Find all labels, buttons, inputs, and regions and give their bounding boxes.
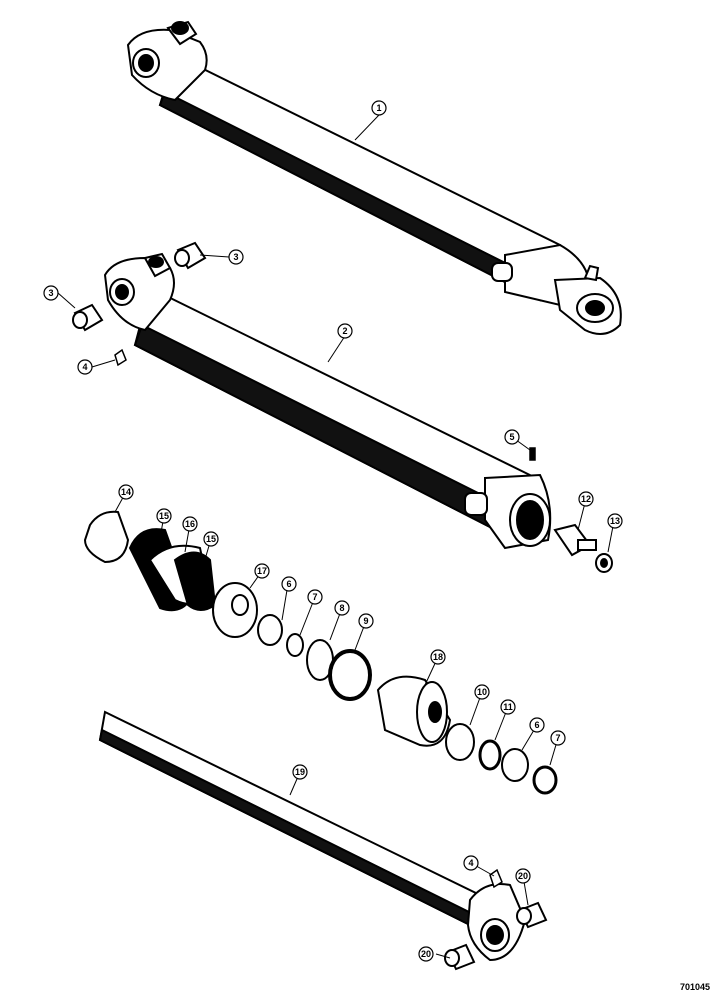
callout-2-label: 2 xyxy=(342,326,347,336)
callout-7b-label: 7 xyxy=(555,733,560,743)
callout-16-label: 16 xyxy=(185,519,195,529)
fitting-part xyxy=(553,523,613,573)
callout-5: 5 xyxy=(504,429,520,445)
callout-19-label: 19 xyxy=(295,767,305,777)
callout-20a-label: 20 xyxy=(518,871,528,881)
callout-8-label: 8 xyxy=(339,603,344,613)
callout-20b-label: 20 xyxy=(421,949,431,959)
callout-8: 8 xyxy=(334,600,350,616)
callout-1-label: 1 xyxy=(376,103,381,113)
callout-14: 14 xyxy=(118,484,134,500)
callout-3a: 3 xyxy=(228,249,244,265)
callout-7a-label: 7 xyxy=(312,592,317,602)
callout-16: 16 xyxy=(182,516,198,532)
callout-9-label: 9 xyxy=(363,616,368,626)
callout-1: 1 xyxy=(371,100,387,116)
callout-18-label: 18 xyxy=(433,652,443,662)
callout-12: 12 xyxy=(578,491,594,507)
gland-part xyxy=(376,675,452,747)
callout-6b-label: 6 xyxy=(534,720,539,730)
callout-12-label: 12 xyxy=(581,494,591,504)
callout-10-label: 10 xyxy=(477,687,487,697)
callout-3a-label: 3 xyxy=(233,252,238,262)
callout-4a: 4 xyxy=(77,359,93,375)
callout-17-label: 17 xyxy=(257,566,267,576)
callout-6a-label: 6 xyxy=(286,579,291,589)
callout-11-label: 11 xyxy=(503,702,513,712)
callout-9: 9 xyxy=(358,613,374,629)
callout-19: 19 xyxy=(292,764,308,780)
figure-reference-number: 701045 xyxy=(679,982,710,992)
wear-plate-part xyxy=(212,582,258,638)
callout-2: 2 xyxy=(337,323,353,339)
bushing-part xyxy=(72,241,207,332)
callout-17: 17 xyxy=(254,563,270,579)
callout-15b-label: 15 xyxy=(206,534,216,544)
grease-fitting-part xyxy=(114,348,127,367)
callout-13: 13 xyxy=(607,513,623,529)
callout-4b: 4 xyxy=(463,855,479,871)
callout-14-label: 14 xyxy=(121,487,131,497)
callout-20a: 20 xyxy=(515,868,531,884)
callout-15b: 15 xyxy=(203,531,219,547)
callout-6a: 6 xyxy=(281,576,297,592)
grease-fitting-lower-part xyxy=(489,868,503,889)
callout-7b: 7 xyxy=(550,730,566,746)
callout-15a: 15 xyxy=(156,508,172,524)
callout-10: 10 xyxy=(474,684,490,700)
cylinder-assembly-part xyxy=(126,20,622,335)
callout-18: 18 xyxy=(430,649,446,665)
callout-3b: 3 xyxy=(43,285,59,301)
callout-6b: 6 xyxy=(529,717,545,733)
callout-11: 11 xyxy=(500,699,516,715)
rod-bushing-part xyxy=(444,901,548,971)
piston-part xyxy=(83,510,217,612)
callout-7a: 7 xyxy=(307,589,323,605)
cylinder-barrel-part xyxy=(103,252,552,550)
callout-4a-label: 4 xyxy=(82,362,87,372)
callout-3b-label: 3 xyxy=(48,288,53,298)
callout-20b: 20 xyxy=(418,946,434,962)
callout-4b-label: 4 xyxy=(468,858,473,868)
piston-rod-part xyxy=(98,710,527,962)
screw-part xyxy=(529,447,536,461)
lower-seals-part xyxy=(445,723,558,795)
callout-5-label: 5 xyxy=(509,432,514,442)
callout-13-label: 13 xyxy=(610,516,620,526)
callout-15a-label: 15 xyxy=(159,511,169,521)
seal-rings-part xyxy=(257,614,372,701)
